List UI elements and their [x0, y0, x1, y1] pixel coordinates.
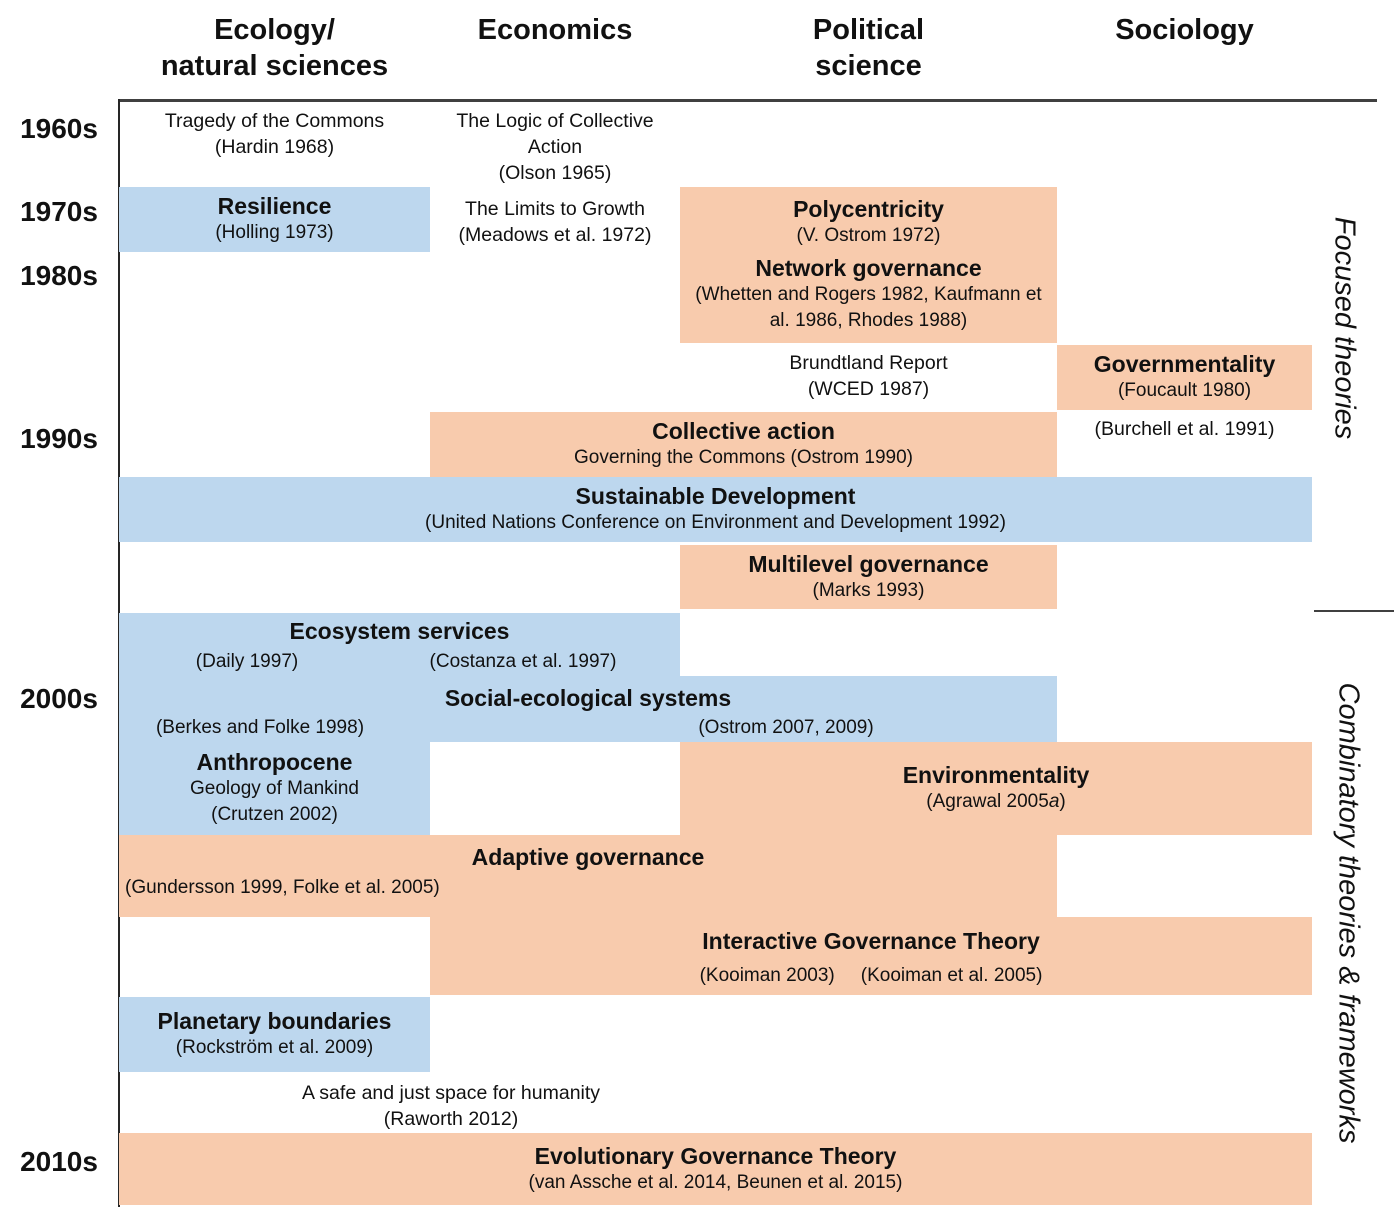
entry-citation: (Raworth 2012)	[383, 1108, 519, 1130]
block-polycentricity-network-governance: Polycentricity (V. Ostrom 1972) Network …	[680, 187, 1057, 343]
block-title: Polycentricity	[793, 196, 944, 222]
block-interactive-governance-theory: Interactive Governance Theory (Kooiman 2…	[430, 917, 1312, 995]
decade-label-1990s: 1990s	[20, 423, 98, 454]
entry-logic-of-collective-action: The Logic of Collective Action (Olson 19…	[430, 108, 680, 186]
side-label-divider-line	[1314, 610, 1394, 612]
block-resilience: Resilience (Holling 1973)	[119, 187, 430, 252]
block-title: Collective action	[652, 418, 835, 444]
block-title: Evolutionary Governance Theory	[534, 1142, 897, 1169]
block-citation: (Foucault 1980)	[1117, 380, 1252, 401]
block-citation: (Crutzen 2002)	[211, 804, 338, 825]
citation-italic-letter: a	[1048, 791, 1060, 812]
block-title: Multilevel governance	[748, 550, 989, 577]
block-title: Anthropocene	[196, 749, 353, 775]
decade-label-2000s: 2000s	[20, 683, 98, 714]
block-evolutionary-governance-theory: Evolutionary Governance Theory (van Assc…	[119, 1133, 1312, 1205]
block-citation: (Gundersson 1999, Folke et al. 2005)	[125, 877, 440, 898]
top-border-line	[119, 99, 1377, 102]
block-citation: (United Nations Conference on Environmen…	[425, 512, 1006, 533]
block-citation: Governing the Commons (Ostrom 1990)	[574, 447, 913, 468]
block-citation: (Berkes and Folke 1998)	[155, 717, 365, 738]
block-planetary-boundaries: Planetary boundaries (Rockström et al. 2…	[119, 997, 430, 1072]
block-environmentality: Environmentality (Agrawal 2005a)	[680, 742, 1312, 835]
entry-citation: (Burchell et al. 1991)	[1094, 418, 1275, 440]
header-line: Economics	[477, 14, 633, 46]
block-anthropocene: Anthropocene Geology of Mankind (Crutzen…	[119, 742, 430, 835]
decade-label-1970s: 1970s	[20, 196, 98, 227]
side-label-focused-theories: Focused theories	[1328, 216, 1361, 440]
decade-label-1960s: 1960s	[20, 113, 98, 144]
block-citation: (Rockström et al. 2009)	[175, 1037, 374, 1058]
entry-title: Tragedy of the Commons	[164, 110, 385, 132]
side-label-combinatory-theories: Combinatory theories & frameworks	[1332, 682, 1365, 1144]
header-line: science	[815, 50, 922, 82]
block-adaptive-governance: Adaptive governance (Gundersson 1999, Fo…	[119, 835, 1057, 917]
header-line: natural sciences	[160, 50, 389, 82]
block-sustainable-development: Sustainable Development (United Nations …	[119, 477, 1312, 542]
block-title: Network governance	[755, 255, 982, 281]
block-citation: (Agrawal 2005a)	[680, 789, 1312, 815]
entry-citation: (Meadows et al. 1972)	[458, 224, 652, 246]
header-line: Political	[812, 14, 925, 46]
block-title: Governmentality	[1093, 351, 1276, 377]
entry-title: Brundtland Report	[789, 352, 948, 374]
column-header-sociology: Sociology	[1057, 12, 1312, 48]
entry-citation: (Olson 1965)	[498, 162, 612, 184]
entry-tragedy-of-the-commons: Tragedy of the Commons (Hardin 1968)	[119, 108, 430, 160]
block-citation: (Kooiman et al. 2005)	[860, 965, 1043, 986]
block-citation: (Daily 1997)	[195, 651, 299, 672]
block-title: Ecosystem services	[289, 618, 510, 644]
block-multilevel-governance: Multilevel governance (Marks 1993)	[680, 545, 1057, 609]
block-collective-action: Collective action Governing the Commons …	[430, 412, 1057, 477]
block-citation: (Costanza et al. 1997)	[429, 651, 617, 672]
column-header-political-science: Political science	[680, 12, 1057, 84]
block-citations: (Kooiman 2003) (Kooiman et al. 2005)	[430, 963, 1312, 989]
block-subtitle: Geology of Mankind	[190, 778, 359, 799]
citation-text: )	[1059, 791, 1066, 812]
entry-title: A safe and just space for humanity	[301, 1082, 601, 1104]
column-header-economics: Economics	[430, 12, 680, 48]
block-social-ecological-systems: Social-ecological systems (Berkes and Fo…	[119, 676, 1057, 742]
block-title: Sustainable Development	[575, 483, 856, 509]
block-citation: (Marks 1993)	[812, 579, 925, 601]
entry-citation: (Hardin 1968)	[214, 136, 335, 158]
block-citation: (van Assche et al. 2014, Beunen et al. 2…	[528, 1171, 903, 1193]
block-title: Interactive Governance Theory	[702, 928, 1040, 954]
block-governmentality: Governmentality (Foucault 1980)	[1057, 345, 1312, 410]
block-title: Adaptive governance	[471, 844, 705, 870]
block-citation: (Ostrom 2007, 2009)	[698, 717, 874, 738]
entry-brundtland-report: Brundtland Report (WCED 1987)	[680, 350, 1057, 402]
entry-title: The Limits to Growth	[465, 198, 645, 220]
block-title: Planetary boundaries	[157, 1008, 392, 1034]
decade-label-1980s: 1980s	[20, 260, 98, 291]
block-title: Social-ecological systems	[444, 685, 732, 711]
block-title: Environmentality	[902, 762, 1090, 788]
block-citation: (V. Ostrom 1972)	[796, 225, 941, 246]
citation-text: (Agrawal 2005	[926, 791, 1049, 812]
entry-citation: (WCED 1987)	[807, 378, 930, 400]
entry-safe-just-space: A safe and just space for humanity (Rawo…	[119, 1080, 783, 1132]
block-title: Resilience	[217, 193, 332, 219]
block-citation: (Kooiman 2003)	[699, 965, 835, 986]
column-header-ecology: Ecology/ natural sciences	[119, 12, 430, 84]
block-citation: (Holling 1973)	[215, 222, 334, 243]
header-line: Ecology/	[214, 14, 335, 46]
block-citation: (Whetten and Rogers 1982, Kaufmann et al…	[695, 284, 1042, 331]
entry-limits-to-growth: The Limits to Growth (Meadows et al. 197…	[430, 196, 680, 248]
entry-title: The Logic of Collective Action	[456, 110, 654, 158]
header-line: Sociology	[1115, 14, 1254, 46]
entry-burchell-citation: (Burchell et al. 1991)	[1057, 416, 1312, 442]
decade-label-2010s: 2010s	[20, 1146, 98, 1177]
block-ecosystem-services: Ecosystem services (Daily 1997) (Costanz…	[119, 613, 680, 676]
